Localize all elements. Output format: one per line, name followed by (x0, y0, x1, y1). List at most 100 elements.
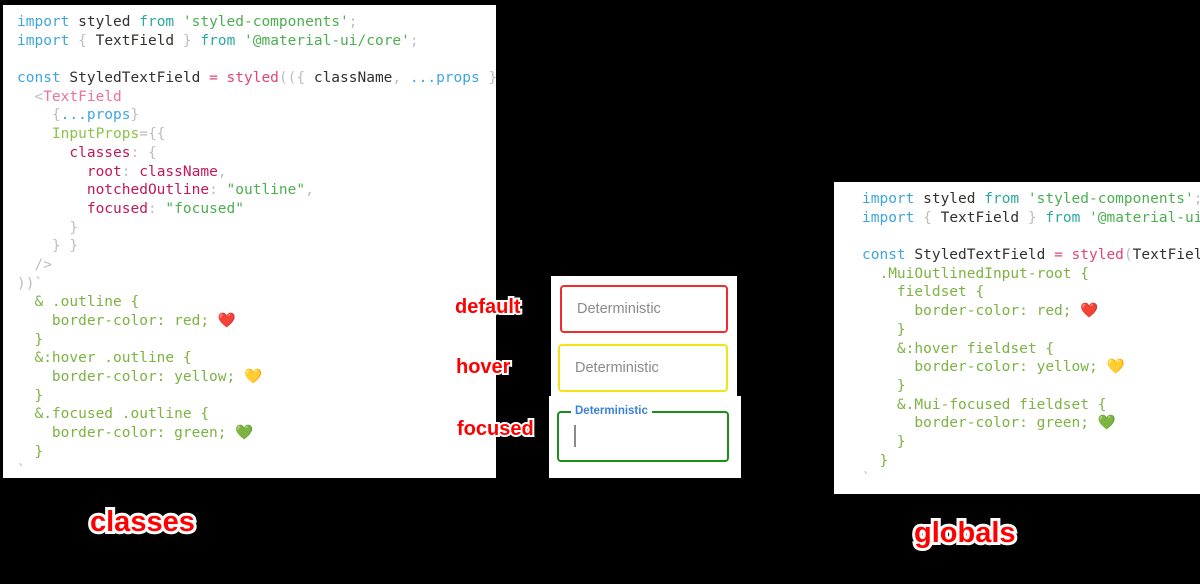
code-line: import { TextField } from '@material-ui/… (862, 209, 1200, 228)
title-globals: globals (911, 514, 1018, 552)
code-line (862, 227, 1200, 246)
code-line: border-color: red; ❤️ (17, 312, 496, 331)
code-line: } (862, 377, 1200, 396)
code-token: .MuiOutlinedInput-root { (862, 265, 1089, 282)
code-token: } (862, 321, 906, 338)
code-token: ; (409, 32, 419, 49)
textfield-hover-value: Deterministic (575, 360, 659, 376)
code-token: 💚 (1097, 415, 1116, 432)
code-token: import (17, 32, 70, 49)
code-token: border-color: green; (17, 425, 236, 442)
code-line: &:hover .outline { (17, 349, 496, 368)
code-token: from (200, 32, 236, 49)
textfield-hover[interactable]: Deterministic (558, 344, 728, 392)
code-token: ( (1123, 247, 1133, 264)
code-token: from (139, 14, 175, 30)
code-token: } } (17, 238, 79, 255)
code-line: InputProps={{ (17, 125, 496, 144)
textfield-default[interactable]: Deterministic (560, 285, 728, 333)
code-line: const StyledTextField = styled(TextField… (862, 246, 1200, 265)
code-token: (({ (278, 70, 314, 87)
code-token: className (313, 70, 393, 87)
code-line: } (17, 331, 496, 350)
code-token: 💚 (235, 425, 254, 442)
code-token: = (1054, 247, 1072, 264)
code-token: InputProps (17, 126, 140, 143)
code-token: 'styled-components' (174, 14, 349, 30)
code-line: &:hover fieldset { (862, 340, 1200, 359)
code-line: } (862, 452, 1200, 471)
code-token: &.Mui-focused fieldset { (862, 396, 1107, 413)
code-token: from (984, 191, 1020, 207)
code-line: ; (862, 489, 1200, 494)
code-line: focused: "focused" (17, 200, 496, 219)
code-token: ...props (409, 70, 480, 87)
code-token: TextField (95, 32, 175, 49)
code-token: { (17, 107, 61, 124)
code-token: , (392, 70, 410, 87)
code-line (17, 50, 496, 69)
code-token: border-color: yellow; (862, 359, 1107, 376)
code-token: } (17, 331, 44, 348)
code-token: & .outline { (17, 294, 140, 311)
code-token: 💛 (1106, 359, 1125, 376)
code-token: : (209, 182, 227, 199)
code-token: : (147, 200, 166, 217)
code-token: notchedOutline (17, 182, 210, 199)
code-token: const (17, 70, 61, 87)
code-token: { (69, 32, 96, 49)
code-line: import { TextField } from '@material-ui/… (17, 32, 496, 51)
code-line: ))` (17, 275, 496, 294)
code-token: border-color: red; (17, 313, 218, 329)
code-panel-classes: import styled from 'styled-components';i… (3, 5, 496, 478)
code-line: import styled from 'styled-components'; (17, 13, 496, 32)
code-token: ...props (60, 107, 131, 124)
code-line: border-color: yellow; 💛 (862, 358, 1200, 377)
code-token: = (209, 70, 227, 87)
code-line: border-color: yellow; 💛 (17, 368, 496, 387)
code-token: , (305, 182, 314, 199)
code-token: styled (914, 191, 985, 207)
code-line: ` (862, 470, 1200, 489)
code-token: } (1019, 209, 1046, 226)
code-token: /> (17, 256, 52, 273)
code-token: } (17, 387, 44, 404)
code-line: import styled from 'styled-components'; (862, 190, 1200, 209)
code-token: styled (69, 14, 140, 30)
code-token: &:hover .outline { (17, 350, 192, 367)
code-token: ` (862, 471, 871, 488)
code-token: { (914, 209, 941, 226)
code-token: import (862, 209, 915, 226)
code-token: , (217, 163, 227, 180)
code-token: '@material-ui/core' (235, 32, 410, 49)
code-token: ; (862, 490, 880, 494)
code-token: } (174, 32, 201, 49)
code-line: border-color: red; ❤️ (862, 302, 1200, 321)
code-token: } (130, 107, 140, 124)
textfield-focused[interactable]: Deterministic (557, 404, 729, 462)
text-caret (574, 425, 576, 447)
code-line: ` (17, 462, 496, 479)
code-token: import (17, 14, 70, 30)
code-token: 'styled-components' (1019, 191, 1194, 207)
code-panel-globals: import styled from 'styled-components';i… (834, 182, 1200, 494)
code-token: } (862, 377, 906, 394)
code-token: } (17, 219, 79, 236)
code-token: : (121, 163, 140, 180)
code-token: import (862, 191, 915, 207)
code-line: border-color: green; 💚 (17, 424, 496, 443)
code-token: styled (226, 70, 279, 87)
title-classes: classes (87, 503, 198, 541)
annotation-focused: focused (455, 416, 536, 442)
code-line: &.focused .outline { (17, 405, 496, 424)
code-token: border-color: red; (862, 303, 1081, 320)
code-token: } (17, 443, 44, 460)
code-token: ={{ (139, 126, 166, 143)
code-token: ))` (17, 275, 44, 292)
code-line: & .outline { (17, 293, 496, 312)
code-token: focused (17, 200, 148, 217)
code-token: &:hover fieldset { (862, 340, 1055, 357)
code-token: fieldset { (862, 284, 985, 301)
code-line: fieldset { (862, 283, 1200, 302)
code-token: : { (130, 144, 157, 161)
